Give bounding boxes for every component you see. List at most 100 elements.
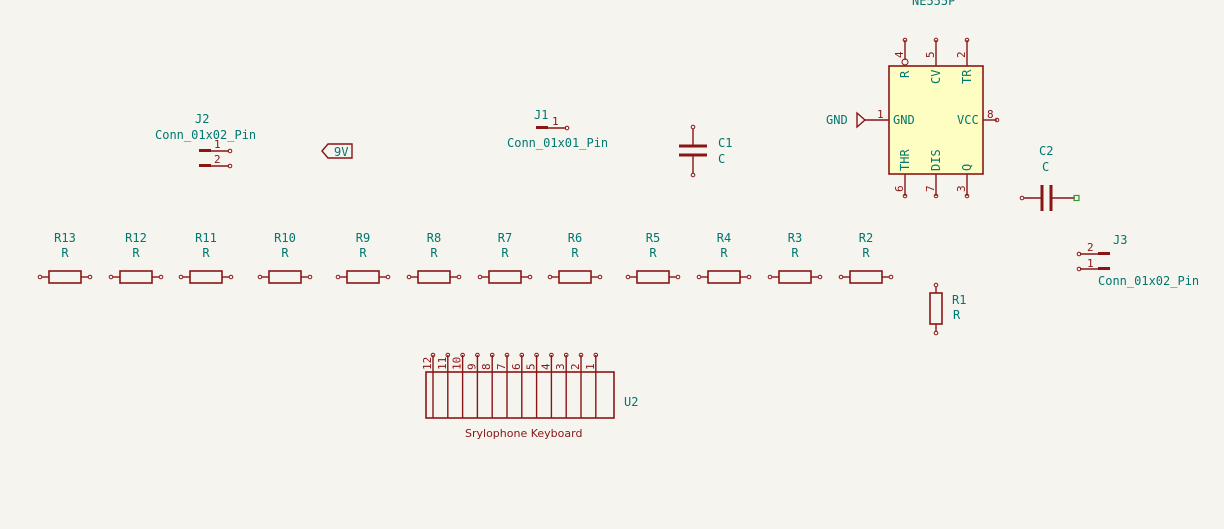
connector-j1[interactable]: J1 1 Conn_01x01_Pin [507, 108, 608, 150]
resistor-body [488, 270, 522, 284]
gnd-power-symbol[interactable]: GND [826, 111, 867, 129]
resistor-value: R [61, 246, 69, 260]
pin-number-7: 7 [924, 185, 937, 192]
j2-pin1: 1 [214, 138, 221, 151]
u2-pin-end [549, 352, 554, 358]
resistor-value: R [430, 246, 438, 260]
pin-number-2: 2 [955, 51, 968, 58]
resistor-value: R [791, 246, 799, 260]
u2-pin-number: 3 [554, 363, 567, 370]
u2-pin-end [519, 352, 525, 358]
resistor-ref: R3 [788, 231, 802, 245]
resistor-ref: R5 [646, 231, 660, 245]
u2-pin-end [578, 352, 584, 358]
u2-pin-end [430, 352, 436, 358]
u2-pin-number: 4 [539, 363, 552, 370]
resistor-r5[interactable]: R5R [625, 231, 681, 284]
resistor-value: R [649, 246, 657, 260]
capacitor-c2[interactable]: C2 C [1019, 144, 1080, 211]
u2-pin-number: 2 [569, 363, 582, 370]
pin-name-dis: DIS [929, 149, 943, 171]
resistor-value: R [281, 246, 289, 260]
j2-value: Conn_01x02_Pin [155, 128, 256, 142]
resistor-body [636, 270, 670, 284]
pin-name-gnd: GND [893, 113, 915, 127]
resistor-r8[interactable]: R8R [406, 231, 462, 284]
pin-number-3: 3 [955, 185, 968, 192]
u2-pin-number: 9 [465, 363, 478, 370]
j1-ref: J1 [534, 108, 548, 122]
resistor-value: R [132, 246, 140, 260]
pin-number-6: 6 [893, 185, 906, 192]
resistor-value: R [720, 246, 728, 260]
net-label-9v[interactable]: 9V [321, 143, 353, 159]
u2-ref: U2 [624, 395, 638, 409]
pin-number-5: 5 [924, 51, 937, 58]
j3-ref: J3 [1113, 233, 1127, 247]
j3-pin2: 2 [1087, 241, 1094, 254]
j1-value: Conn_01x01_Pin [507, 136, 608, 150]
resistor-body [417, 270, 451, 284]
resistor-ref: R6 [568, 231, 582, 245]
pin-name-vcc: VCC [957, 113, 979, 127]
resistor-value: R [571, 246, 579, 260]
u2-value: Srylophone Keyboard [465, 427, 582, 440]
resistor-r4[interactable]: R4R [696, 231, 752, 284]
resistor-ref: R9 [356, 231, 370, 245]
c1-value: C [718, 152, 725, 166]
resistor-body [119, 270, 153, 284]
u2-pin-end [593, 352, 599, 358]
u2-pin-end [489, 352, 495, 358]
ic-body[interactable] [888, 65, 984, 175]
resistor-ref: R13 [54, 231, 76, 245]
resistor-value: R [202, 246, 210, 260]
pin-name-q: Q [960, 164, 974, 171]
resistor-r1[interactable]: R1 R [929, 282, 966, 336]
ne555-ic[interactable]: NE555P 4 5 2 R CV TR 1 8 GND VCC 6 7 3 T… [865, 0, 1000, 199]
resistor-r3[interactable]: R3R [767, 231, 823, 284]
resistor-value: R [359, 246, 367, 260]
resistor-r2[interactable]: R2R [838, 231, 894, 284]
pin-name-tr: TR [960, 69, 974, 84]
u2-pin-number: 11 [436, 357, 449, 370]
ic-value-label: NE555P [912, 0, 955, 8]
resistor-body [268, 270, 302, 284]
u2-pin-end [534, 352, 539, 358]
resistor-r6[interactable]: R6R [547, 231, 603, 284]
u2-pin-end [445, 352, 451, 358]
r1-value: R [953, 308, 961, 322]
c2-ref: C2 [1039, 144, 1053, 158]
gnd-label: GND [826, 113, 848, 127]
capacitor-c1[interactable]: C1 C [679, 124, 732, 178]
connector-j3[interactable]: J3 2 1 Conn_01x02_Pin [1076, 233, 1199, 288]
u2-pin-number: 10 [451, 357, 464, 370]
u2-pin-number: 5 [525, 363, 538, 370]
pin-name-r: R [898, 70, 912, 78]
pin-name-cv: CV [929, 70, 943, 84]
u2-pin-number: 7 [495, 363, 508, 370]
u2-pin-end [504, 352, 510, 358]
resistor-ref: R4 [717, 231, 731, 245]
pin-number-4: 4 [893, 51, 906, 58]
resistor-r9[interactable]: R9R [335, 231, 391, 284]
resistor-ref: R10 [274, 231, 296, 245]
j3-value: Conn_01x02_Pin [1098, 274, 1199, 288]
resistor-body [48, 270, 82, 284]
resistor-body [189, 270, 223, 284]
resistor-body [849, 270, 883, 284]
resistor-value: R [501, 246, 509, 260]
connector-j2[interactable]: J2 Conn_01x02_Pin 1 2 [155, 112, 256, 169]
u2-pin-number: 6 [510, 363, 523, 370]
u2-pin-number: 8 [480, 363, 493, 370]
r1-ref: R1 [952, 293, 966, 307]
resistor-r7[interactable]: R7R [477, 231, 533, 284]
u2-pin-number: 1 [584, 363, 597, 370]
pin-name-thr: THR [898, 149, 912, 171]
